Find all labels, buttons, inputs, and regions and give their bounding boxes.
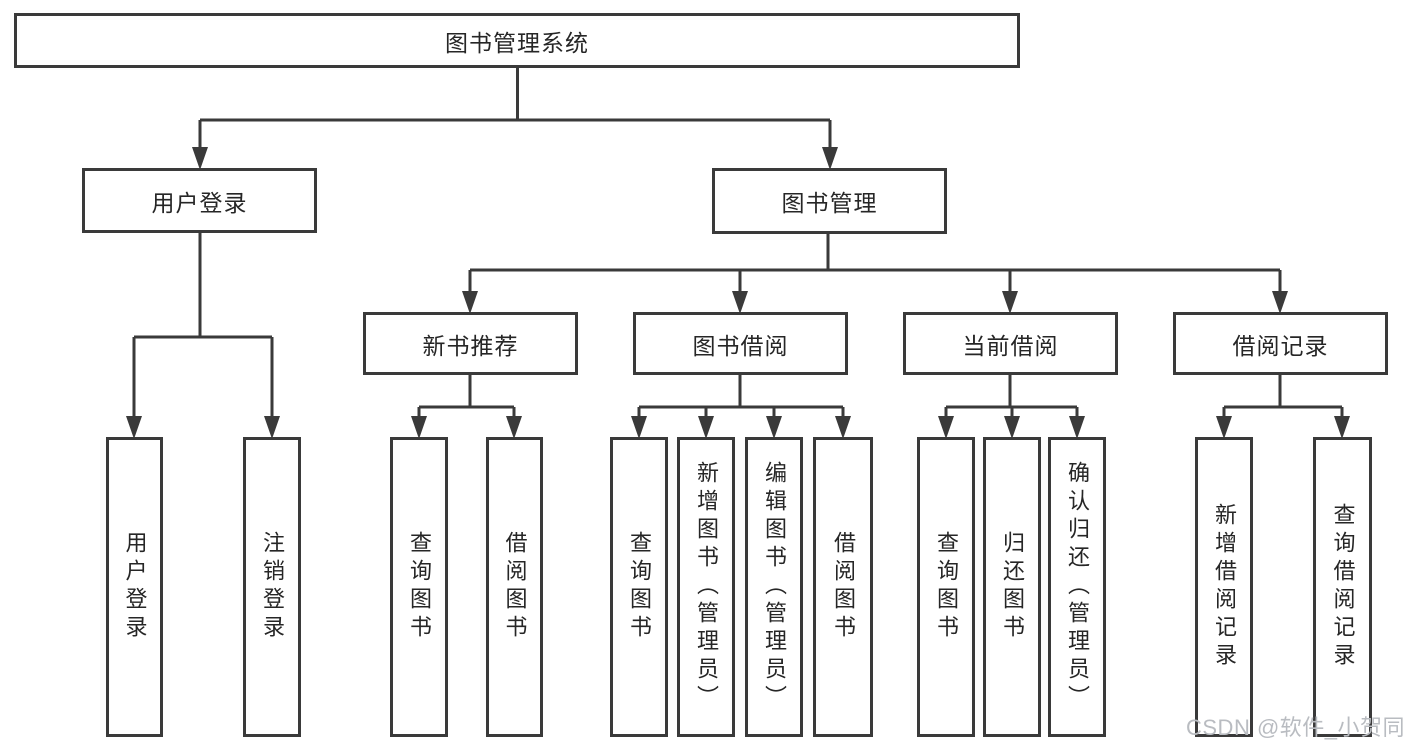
leaf-user-login: 用户登录: [106, 437, 163, 737]
node-user-login: 用户登录: [82, 168, 317, 233]
leaf-borrow-edit-book-admin: 编辑图书（管理员）: [745, 437, 803, 737]
leaf-current-query-book: 查询图书: [917, 437, 975, 737]
leaf-record-query-borrow-record: 查询借阅记录: [1313, 437, 1372, 737]
node-book-borrow: 图书借阅: [633, 312, 848, 375]
leaf-current-confirm-return-admin: 确认归还（管理员）: [1048, 437, 1106, 737]
node-new-book-recommend: 新书推荐: [363, 312, 578, 375]
node-root-library-system: 图书管理系统: [14, 13, 1020, 68]
leaf-borrow-add-book-admin: 新增图书（管理员）: [677, 437, 735, 737]
leaf-record-add-borrow-record: 新增借阅记录: [1195, 437, 1253, 737]
leaf-recommend-query-book: 查询图书: [390, 437, 448, 737]
leaf-recommend-borrow-book: 借阅图书: [486, 437, 543, 737]
leaf-borrow-borrow-book: 借阅图书: [813, 437, 873, 737]
leaf-current-return-book: 归还图书: [983, 437, 1041, 737]
csdn-watermark: CSDN @软件_小贺同学: [1186, 715, 1405, 740]
node-book-management: 图书管理: [712, 168, 947, 234]
leaf-borrow-query-book: 查询图书: [610, 437, 668, 737]
node-current-borrow: 当前借阅: [903, 312, 1118, 375]
node-borrow-record: 借阅记录: [1173, 312, 1388, 375]
leaf-logout-login: 注销登录: [243, 437, 301, 737]
